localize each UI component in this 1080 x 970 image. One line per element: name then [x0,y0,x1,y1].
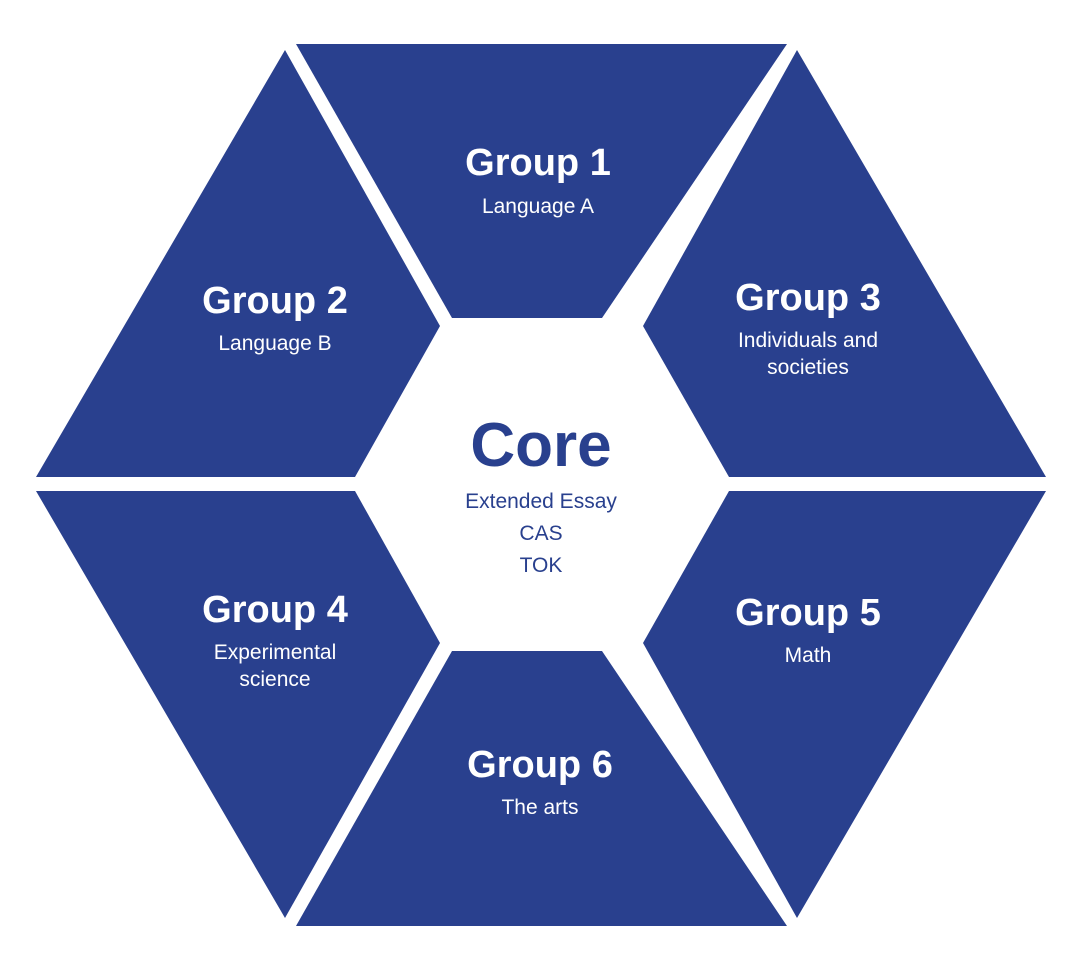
group-4-subtitle-line-2: science [239,668,310,691]
core-item-extended-essay: Extended Essay [465,490,617,513]
segment-group-3-shape [643,50,1046,477]
segment-group-3: Group 3 Individuals and societies [643,50,1046,477]
segment-group-6: Group 6 The arts [296,651,787,926]
group-6-title: Group 6 [467,744,613,786]
core-item-tok: TOK [520,554,563,577]
segment-group-1: Group 1 Language A [296,44,787,318]
group-6-subtitle-line-1: The arts [501,796,578,819]
segment-group-2-shape [36,50,440,477]
group-2-title: Group 2 [202,280,348,322]
segment-group-5: Group 5 Math [643,491,1046,918]
group-5-title: Group 5 [735,592,881,634]
group-3-title: Group 3 [735,277,881,319]
group-4-subtitle-line-1: Experimental [214,641,337,664]
segment-group-1-shape [296,44,787,318]
segment-group-5-shape [643,491,1046,918]
group-3-subtitle-line-1: Individuals and [738,329,878,352]
group-4-title: Group 4 [202,589,348,631]
group-5-subtitle-line-1: Math [785,644,832,667]
segment-group-4-shape [36,491,440,918]
group-3-subtitle-line-2: societies [767,356,849,379]
segment-group-6-shape [296,651,787,926]
core-section: Core Extended Essay CAS TOK [465,411,617,577]
core-item-cas: CAS [519,522,562,545]
core-title: Core [470,411,611,480]
group-2-subtitle-line-1: Language B [218,332,331,355]
group-1-title: Group 1 [465,142,611,184]
segment-group-4: Group 4 Experimental science [36,491,440,918]
segment-group-2: Group 2 Language B [36,50,440,477]
group-1-subtitle-line-1: Language A [482,195,594,218]
